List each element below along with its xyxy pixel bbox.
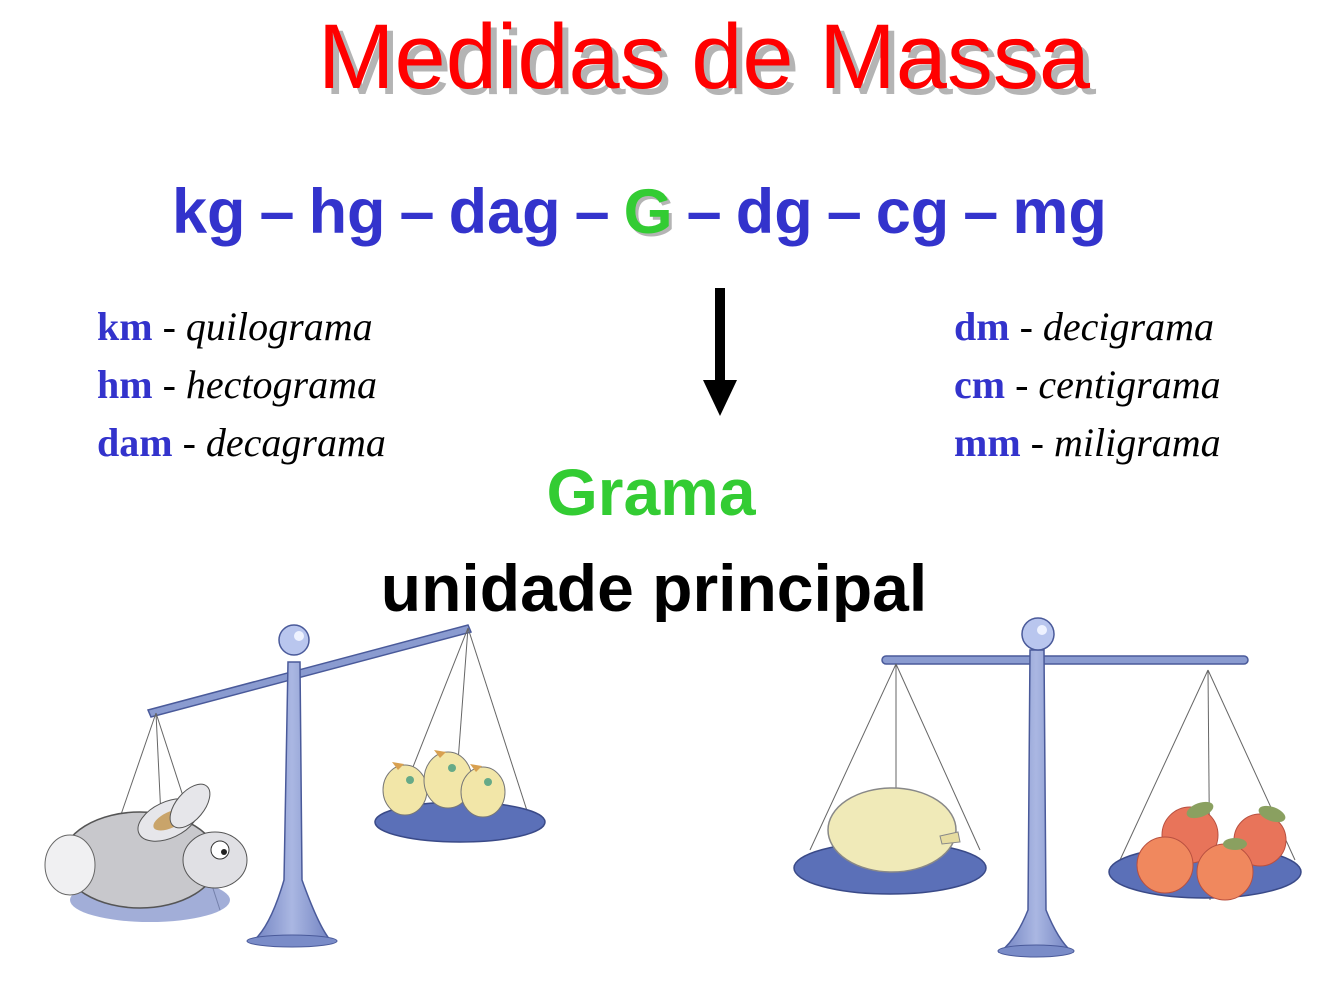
submultiples-list: dm - decigrama cm - centigrama mm - mili… [954,298,1221,472]
unit-separator: – [574,177,610,247]
unbalanced-scale-illustration [44,624,546,948]
list-item: km - quilograma [97,304,373,349]
list-item: dm - decigrama [954,304,1214,349]
balanced-scale-illustration [793,617,1302,958]
unit-separator: – [259,177,295,247]
list-item: cm - centigrama [954,362,1221,407]
unit-separator: – [963,177,999,247]
unit-kg: kg [172,177,246,247]
arrow-down-icon [703,288,737,416]
unit-separator: – [826,177,862,247]
list-item: dam - decagrama [97,420,386,465]
list-item: hm - hectograma [97,362,377,407]
unit-separator: – [686,177,722,247]
list-item: mm - miligrama [954,420,1221,465]
unit-mg: mg [1012,177,1107,247]
unit-g-base: G [623,177,673,247]
base-unit-name: Grama [546,455,756,529]
unit-cg: cg [875,177,950,247]
unit-dg: dg [735,177,813,247]
page-title: Medidas de Massa [317,6,1091,108]
multiples-list: km - quilograma hm - hectograma dam - de… [97,298,386,472]
unit-sequence: kg–hg–dag–G–dg–cg–mg [172,172,1272,252]
unit-dag: dag [448,177,561,247]
unit-hg: hg [308,177,386,247]
base-unit-caption: unidade principal [380,551,928,622]
unit-separator: – [399,177,435,247]
